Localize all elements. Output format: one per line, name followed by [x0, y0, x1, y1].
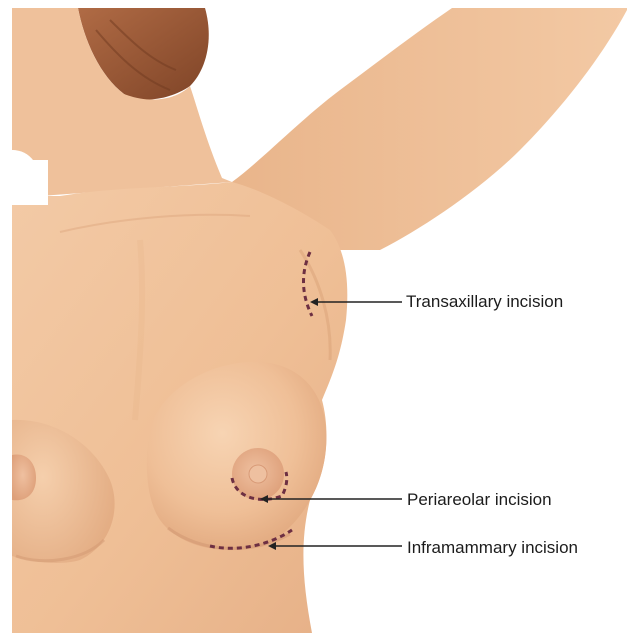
right-nipple: [249, 465, 267, 483]
inframammary-incision-label: Inframammary incision: [407, 539, 578, 556]
periareolar-incision-label: Periareolar incision: [407, 491, 552, 508]
transaxillary-incision-label: Transaxillary incision: [406, 293, 563, 310]
background-cutout-notch: [12, 160, 48, 205]
